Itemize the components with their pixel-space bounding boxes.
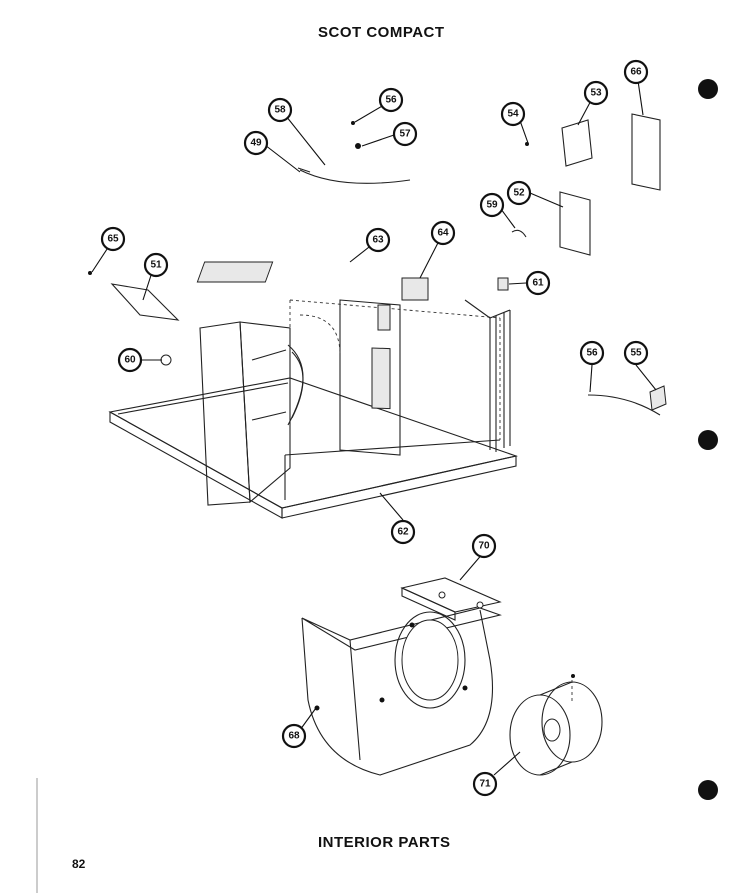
svg-text:55: 55 (630, 348, 642, 359)
svg-text:54: 54 (507, 109, 519, 120)
base-pan (108, 377, 519, 519)
cabinet-frame (284, 299, 511, 500)
misc-parts (88, 113, 667, 711)
callout-61: 61 (525, 270, 551, 296)
callout-70: 70 (471, 533, 497, 559)
leader-lines (91, 73, 657, 776)
callout-57: 57 (392, 121, 418, 147)
binder-hole (698, 430, 718, 450)
callout-62: 62 (390, 519, 416, 545)
callout-64: 64 (430, 220, 456, 246)
callout-63: 63 (365, 227, 391, 253)
binder-hole (698, 79, 718, 99)
callout-65: 65 (100, 226, 126, 252)
callout-59: 59 (479, 192, 505, 218)
svg-text:49: 49 (250, 138, 262, 149)
callout-60: 60 (117, 347, 143, 373)
callout-56: 56 (378, 87, 404, 113)
callout-56-b: 56 (579, 340, 605, 366)
callout-49: 49 (243, 130, 269, 156)
diagram-title: SCOT COMPACT (318, 24, 445, 41)
callout-66: 66 (623, 59, 649, 85)
svg-text:71: 71 (479, 779, 491, 790)
svg-text:61: 61 (532, 278, 544, 289)
bulkhead-panel (199, 314, 341, 506)
svg-text:59: 59 (486, 200, 498, 211)
motor-bracket (400, 577, 502, 621)
svg-text:52: 52 (513, 188, 525, 199)
svg-text:63: 63 (372, 235, 384, 246)
callout-58: 58 (267, 97, 293, 123)
callout-55: 55 (623, 340, 649, 366)
svg-text:65: 65 (107, 234, 119, 245)
blower-wheel (509, 680, 603, 776)
svg-text:58: 58 (274, 105, 286, 116)
callout-53: 53 (583, 80, 609, 106)
svg-text:51: 51 (150, 260, 162, 271)
svg-text:64: 64 (437, 228, 449, 239)
svg-text:53: 53 (590, 88, 602, 99)
callout-68: 68 (281, 723, 307, 749)
svg-text:56: 56 (385, 95, 397, 106)
page-number: 82 (72, 857, 86, 871)
blower-scroll-housing (301, 607, 502, 776)
section-title: INTERIOR PARTS (318, 834, 451, 851)
svg-text:56: 56 (586, 348, 598, 359)
svg-text:68: 68 (288, 731, 300, 742)
svg-text:62: 62 (397, 527, 409, 538)
callout-52: 52 (506, 180, 532, 206)
svg-text:60: 60 (124, 355, 136, 366)
svg-text:66: 66 (630, 67, 642, 78)
binder-hole (698, 780, 718, 800)
svg-text:70: 70 (478, 541, 490, 552)
callout-54: 54 (500, 101, 526, 127)
callout-51: 51 (143, 252, 169, 278)
svg-text:57: 57 (399, 129, 411, 140)
callout-71: 71 (472, 771, 498, 797)
